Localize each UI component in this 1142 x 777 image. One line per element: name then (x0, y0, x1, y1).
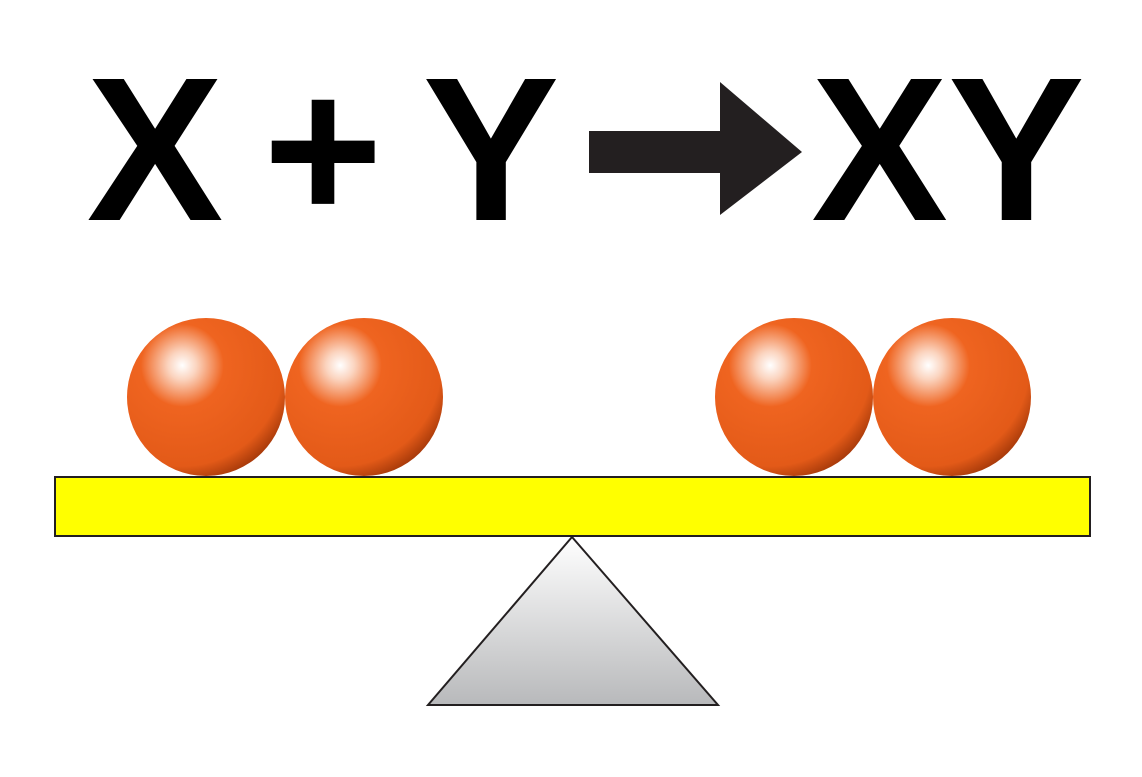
reactant-x-label: X (87, 35, 224, 264)
right-balls-group (715, 318, 1031, 476)
sphere-icon (715, 318, 873, 476)
sphere-icon (873, 318, 1031, 476)
reactant-y-label: Y (423, 35, 560, 264)
left-balls-group (127, 318, 443, 476)
product-xy-label: XY (811, 35, 1084, 264)
balance-plank (54, 476, 1091, 537)
sphere-icon (285, 318, 443, 476)
arrow-right-icon (589, 82, 802, 215)
plus-operator: + (263, 35, 383, 264)
sphere-icon (127, 318, 285, 476)
fulcrum-icon (425, 535, 721, 706)
